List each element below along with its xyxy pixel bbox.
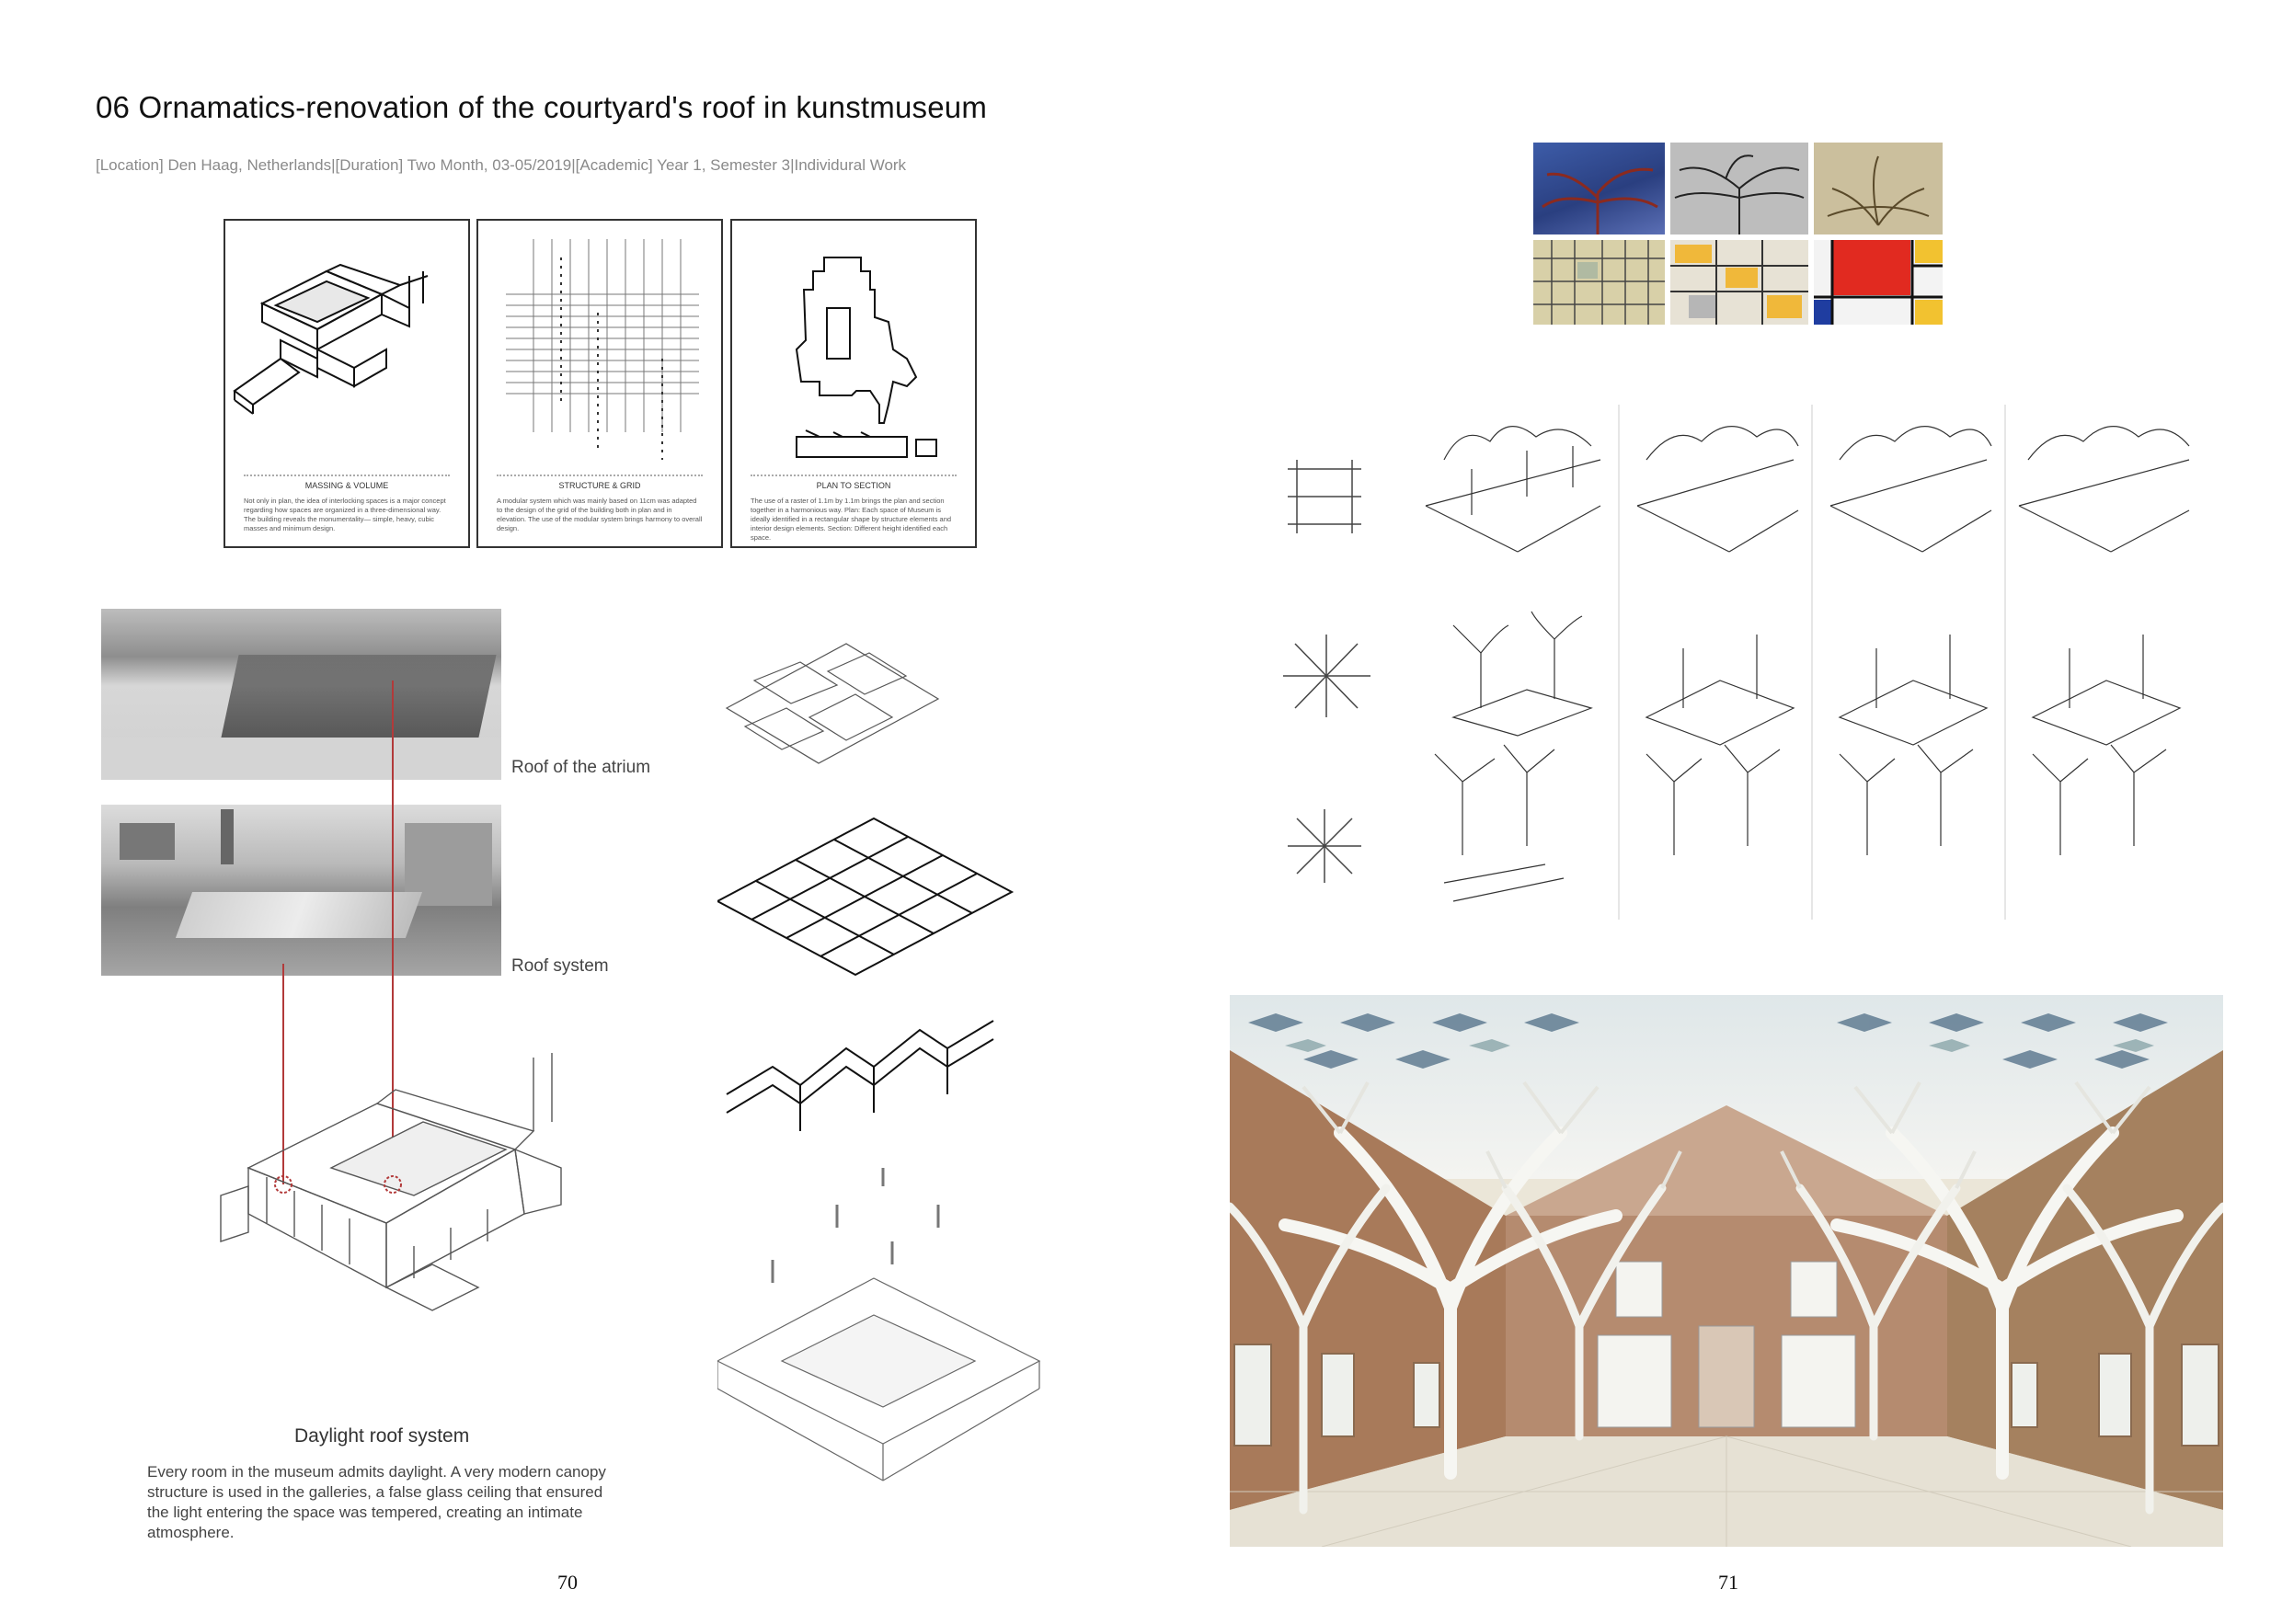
tree-structure-study-grid bbox=[1283, 405, 2190, 920]
mondrian-composition-image bbox=[1533, 240, 1665, 325]
mondrian-gray-tree-image bbox=[1670, 143, 1808, 234]
mondrian-red-composition-image bbox=[1814, 240, 1943, 325]
mondrian-flowering-tree-image bbox=[1814, 143, 1943, 234]
panel-text: A modular system which was mainly based … bbox=[497, 497, 703, 532]
page-title: 06 Ornamatics-renovation of the courtyar… bbox=[96, 90, 988, 124]
connector-line bbox=[282, 964, 284, 1184]
atrium-roof-photo bbox=[101, 609, 501, 780]
roof-system-label: Roof system bbox=[511, 956, 609, 976]
roof-system-photo bbox=[101, 805, 501, 976]
atrium-interior-render bbox=[1230, 995, 2223, 1547]
plan-panel: PLAN TO SECTION The use of a raster of 1… bbox=[730, 219, 977, 548]
daylight-description: Every room in the museum admits daylight… bbox=[147, 1463, 606, 1541]
daylight-heading: Daylight roof system bbox=[294, 1425, 470, 1447]
connector-line bbox=[392, 680, 394, 1184]
massing-axonometric-drawing bbox=[233, 263, 429, 415]
roof-exploded-diagram bbox=[717, 643, 1041, 1481]
museum-axonometric-drawing bbox=[220, 1053, 562, 1311]
panel-title: PLAN TO SECTION bbox=[816, 481, 891, 490]
panel-title: STRUCTURE & GRID bbox=[558, 481, 641, 490]
project-meta: [Location] Den Haag, Netherlands|[Durati… bbox=[96, 156, 907, 174]
panel-text: The use of a raster of 1.1m by 1.1m brin… bbox=[751, 497, 952, 542]
mondrian-yellow-grid-image bbox=[1670, 240, 1808, 325]
roof-atrium-label: Roof of the atrium bbox=[511, 758, 651, 777]
structure-panel: STRUCTURE & GRID A modular system which … bbox=[476, 219, 723, 548]
panel-text: Not only in plan, the idea of interlocki… bbox=[244, 497, 446, 532]
plan-drawing bbox=[795, 257, 937, 458]
page-number-left: 70 bbox=[557, 1571, 578, 1594]
structure-grid-drawing bbox=[506, 239, 699, 460]
mondrian-red-tree-image bbox=[1533, 143, 1665, 234]
page-number-right: 71 bbox=[1718, 1571, 1738, 1594]
panel-title: MASSING & VOLUME bbox=[304, 481, 389, 490]
massing-panel: MASSING & VOLUME Not only in plan, the i… bbox=[224, 219, 470, 548]
